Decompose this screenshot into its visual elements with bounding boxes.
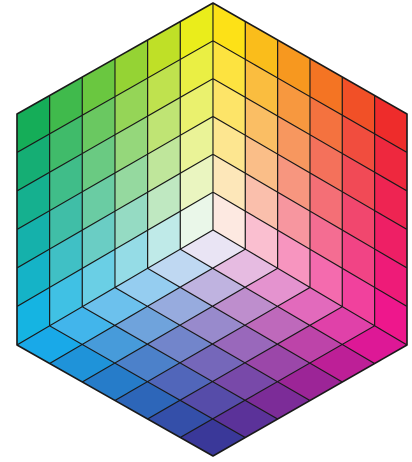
color-cube-cells	[17, 3, 407, 456]
